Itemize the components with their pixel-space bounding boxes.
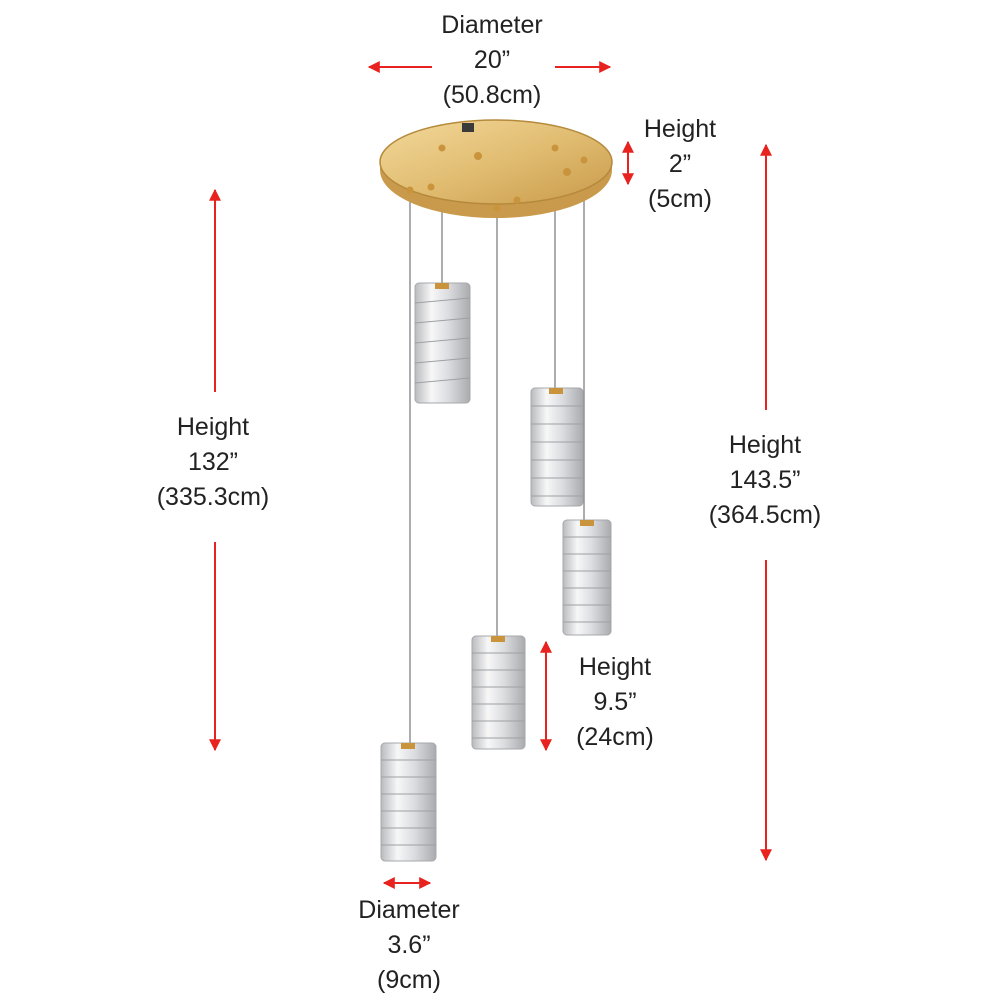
canopy-diameter-label: Diameter 20” (50.8cm)	[392, 8, 592, 113]
dimension-metric: (5cm)	[648, 185, 712, 213]
dimension-imperial: 132”	[187, 448, 239, 476]
dimension-metric: (364.5cm)	[708, 501, 822, 529]
dimension-title: Height	[643, 115, 717, 143]
dimension-metric: (335.3cm)	[156, 483, 270, 511]
dimension-imperial: 3.6”	[387, 931, 431, 959]
pendant-diameter-label: Diameter 3.6” (9cm)	[338, 893, 480, 998]
drop-height-label: Height 132” (335.3cm)	[140, 410, 286, 515]
dimension-imperial: 2”	[668, 150, 692, 178]
crystal-pendant	[414, 282, 471, 404]
dimension-title: Height	[728, 431, 802, 459]
dimension-title: Diameter	[358, 896, 460, 924]
crystal-pendant	[562, 519, 612, 636]
dimension-title: Height	[176, 413, 250, 441]
overall-height-label: Height 143.5” (364.5cm)	[690, 428, 840, 533]
canopy-height-label: Height 2” (5cm)	[625, 112, 735, 217]
dimension-metric: (24cm)	[576, 723, 654, 751]
crystal-pendant	[530, 387, 584, 507]
dimension-imperial: 143.5”	[729, 466, 801, 494]
dimension-imperial: 20”	[473, 46, 511, 74]
dimension-imperial: 9.5”	[593, 688, 637, 716]
crystal-pendant	[471, 635, 526, 750]
ceiling-canopy	[379, 119, 613, 218]
dimension-metric: (50.8cm)	[442, 81, 542, 109]
dimension-metric: (9cm)	[377, 966, 441, 994]
dimension-title: Height	[578, 653, 652, 681]
pendant-height-label: Height 9.5” (24cm)	[560, 650, 670, 755]
dimension-title: Diameter	[441, 11, 543, 39]
crystal-pendant	[380, 742, 437, 862]
